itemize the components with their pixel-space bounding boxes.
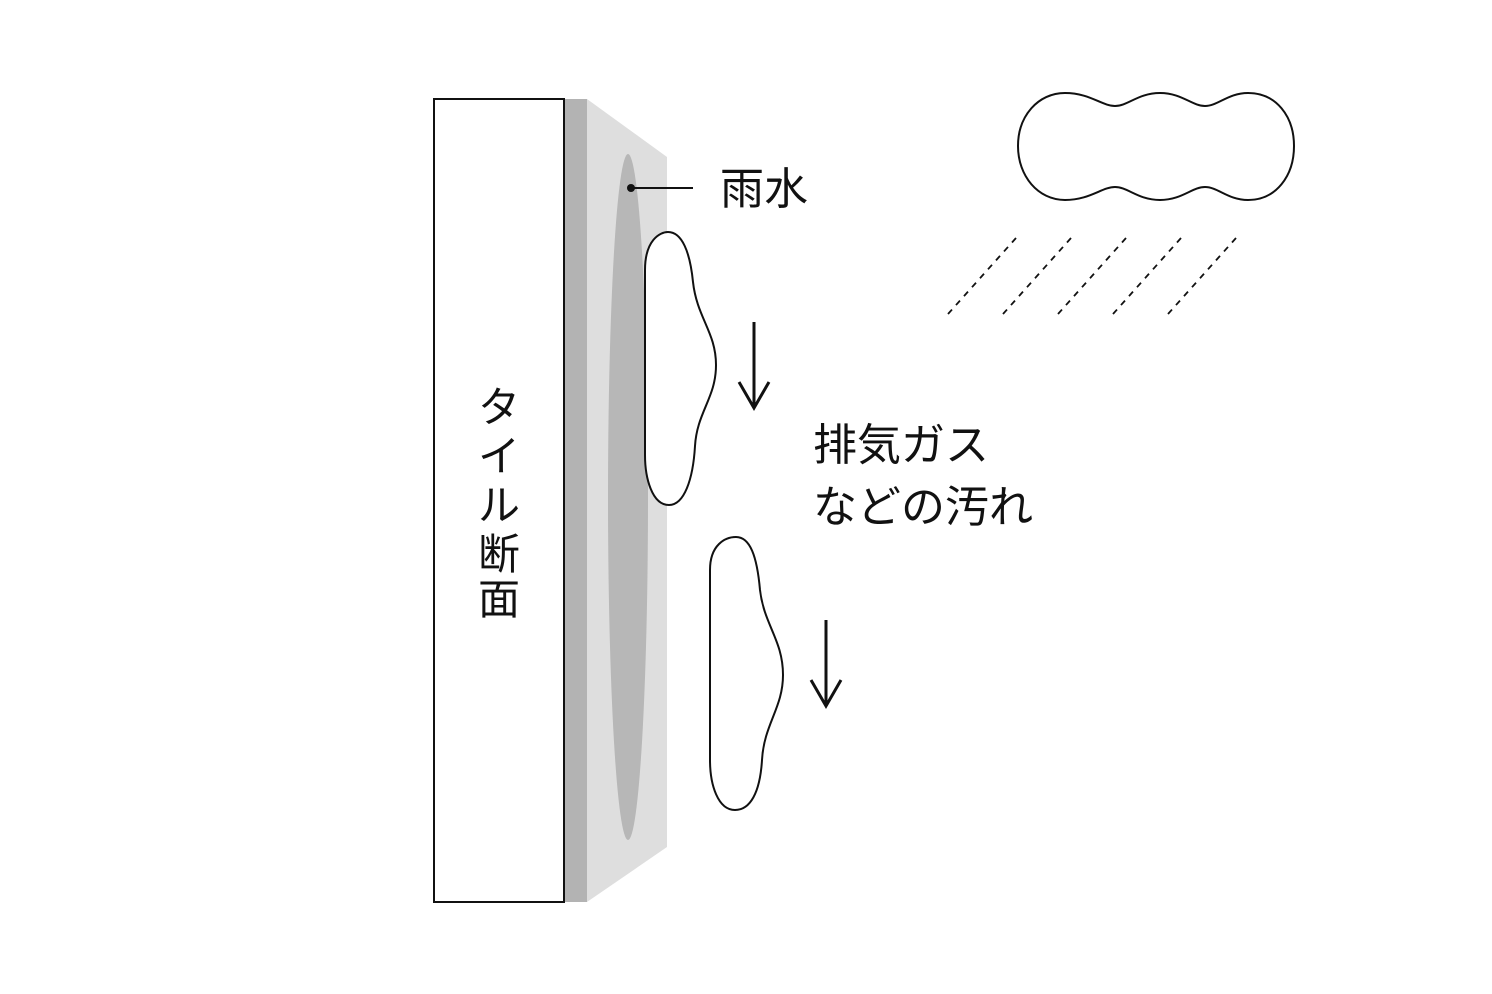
dirt-label-line1: 排気ガス: [813, 420, 989, 471]
down-arrow-icon: [737, 322, 771, 412]
cloud-icon: [1016, 91, 1296, 202]
rain-streaks-icon: [947, 237, 1237, 315]
dirt-blob-upper: [644, 230, 718, 507]
rainwater-label: 雨水: [720, 164, 808, 215]
down-arrow-icon: [809, 620, 843, 710]
tile-label-char-2: イ: [478, 432, 520, 481]
dirt-blob-lower: [709, 535, 785, 812]
tile-label-char-1: タ: [478, 383, 520, 432]
tile-label-char-3: ル: [478, 481, 520, 530]
tile-label-char-5: 面: [478, 575, 520, 624]
rainwater-leader-dot: [627, 184, 635, 192]
water-film-core: [608, 154, 648, 840]
dirt-label-line2: などの汚れ: [813, 482, 1033, 533]
tile-surface-edge: [565, 99, 587, 902]
tile-body: [433, 98, 565, 903]
tile-label-char-4: 断: [478, 530, 520, 579]
